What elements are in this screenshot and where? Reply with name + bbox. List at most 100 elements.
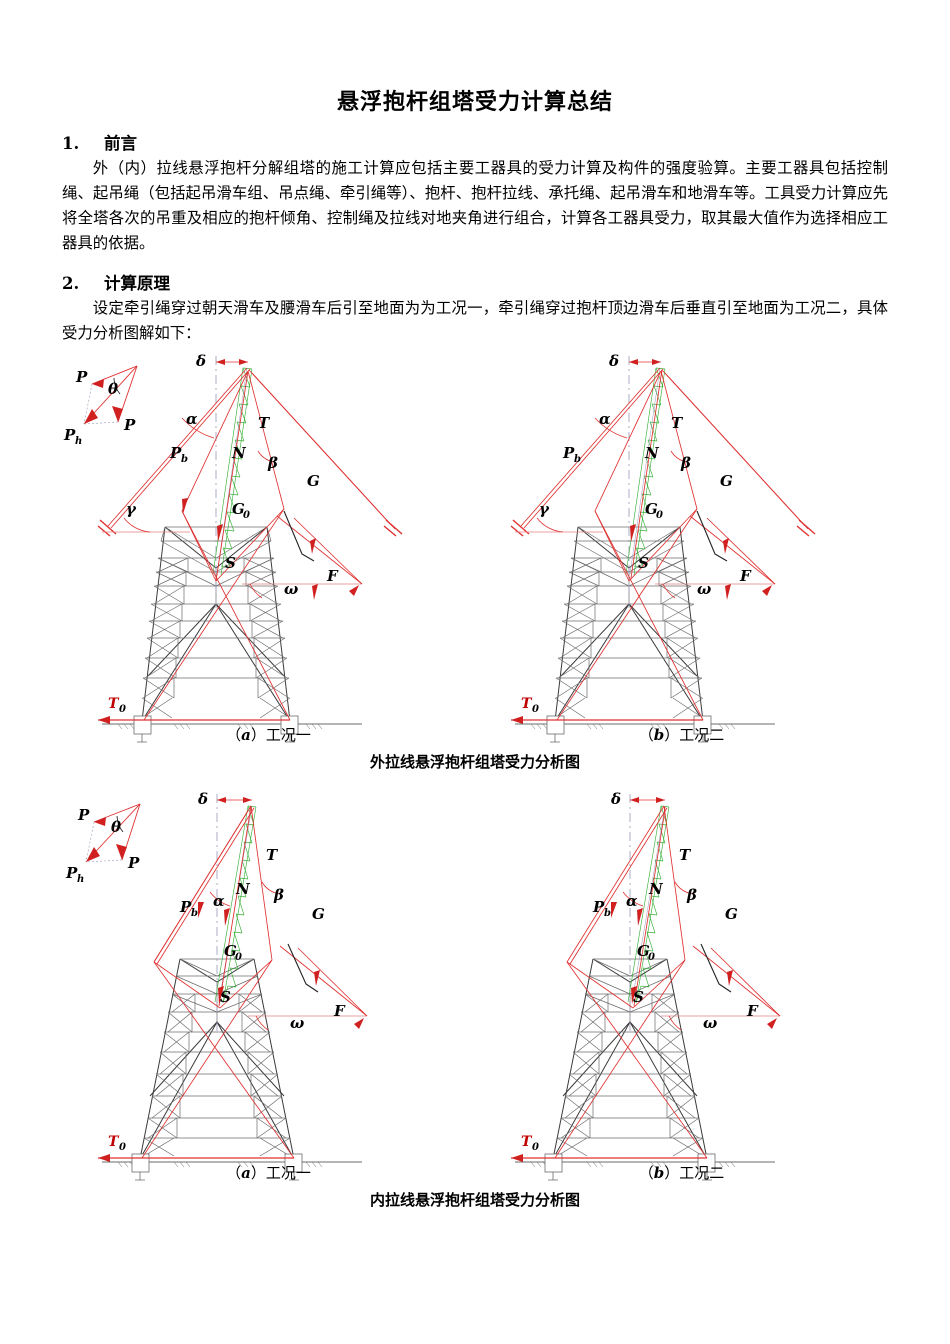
subcaption-letter-b: b <box>653 725 665 744</box>
label-P1: P <box>75 368 88 386</box>
figure-outer-guy-panels: δ α β T N G G 0 S F ω γ P <box>62 346 888 751</box>
label-G0: G <box>637 942 650 960</box>
label-G0-sub: 0 <box>243 510 250 521</box>
label-P1: P <box>77 806 90 824</box>
subcaption-outer-b: （b）工况二 <box>638 725 725 744</box>
subcaption-text-a: 工况一 <box>265 1163 311 1182</box>
label-T0: T <box>108 1134 120 1150</box>
label-S: S <box>638 554 649 572</box>
angle-arcs <box>209 881 281 1031</box>
label-gamma: γ <box>539 500 550 518</box>
label-theta: θ <box>111 818 121 836</box>
label-delta: δ <box>195 352 206 370</box>
subcaption-letter-a: a <box>241 725 251 744</box>
label-gamma: γ <box>126 500 137 518</box>
figure-inner-guy: δ α β T N G G 0 S F ω P b <box>62 784 888 1210</box>
label-S: S <box>220 988 231 1006</box>
section-title-1: 前言 <box>104 134 137 153</box>
label-delta: δ <box>197 790 208 808</box>
delta-dimension-arrows <box>217 796 252 803</box>
force-arrowheads <box>511 901 777 1162</box>
section-2-paragraph: 设定牵引绳穿过朝天滑车及腰滑车后引至地面为为工况一，牵引绳穿过抱杆顶边滑车后垂直… <box>62 298 888 342</box>
label-omega: ω <box>703 1014 717 1032</box>
label-T0-sub: 0 <box>532 1142 539 1153</box>
subcaption-inner-b: （b）工况二 <box>638 1163 725 1182</box>
label-P2: P <box>127 854 140 872</box>
figure-outer-guy: δ α β T N G G 0 S F ω γ P <box>62 346 888 772</box>
label-T0: T <box>521 696 533 712</box>
document-content: 悬浮抱杆组塔受力计算总结 1. 前言 外（内）拉线悬浮抱杆分解组塔的施工计算应包括… <box>62 0 888 1210</box>
panel-inner-case-1: δ α β T N G G 0 S F ω P b <box>62 784 475 1189</box>
label-Pb-sub: b <box>181 454 188 465</box>
label-G: G <box>725 905 738 923</box>
tower-lattice <box>554 526 704 721</box>
label-T: T <box>266 846 279 864</box>
load-hanger <box>700 943 732 993</box>
section-number-1: 1. <box>62 134 80 153</box>
force-lines <box>511 805 781 1159</box>
label-delta: δ <box>608 352 619 370</box>
panel-labels: δ α β T N G G 0 S F ω γ P <box>521 352 752 715</box>
ground-hatch <box>117 723 323 729</box>
subcaption-letter-a: a <box>241 1163 251 1182</box>
load-hanger <box>283 510 315 562</box>
subcaption-outer-a: （a）工况一 <box>226 725 311 744</box>
angle-arcs <box>123 417 275 599</box>
section-heading-2: 2.计算原理 <box>62 270 888 294</box>
label-alpha: α <box>213 892 225 910</box>
force-arrowheads <box>98 901 364 1162</box>
panel-labels: δ α β T N G G 0 S F ω P b <box>65 790 346 1153</box>
label-N: N <box>648 880 664 898</box>
label-T0-sub: 0 <box>532 704 539 715</box>
label-G0: G <box>232 500 245 518</box>
panel-inner-case-2: δ α β T N G G 0 S F ω P b <box>475 784 888 1189</box>
panel-outer-case-2: δ α β T N G G 0 S F ω γ P <box>475 346 888 751</box>
delta-dimension-arrows <box>630 796 665 803</box>
force-parallelogram <box>83 365 138 425</box>
label-Pb: P <box>169 444 182 462</box>
label-delta: δ <box>610 790 621 808</box>
boom-centerline <box>629 367 661 574</box>
label-F: F <box>326 567 339 585</box>
label-T0-sub: 0 <box>119 1142 126 1153</box>
label-Pb-sub: b <box>191 908 198 919</box>
label-G0: G <box>645 500 658 518</box>
label-Pb-sub: b <box>574 454 581 465</box>
force-arrowheads <box>511 523 772 724</box>
label-G: G <box>720 472 733 490</box>
label-N: N <box>235 880 251 898</box>
label-Pb: P <box>562 444 575 462</box>
figure-caption-inner: 内拉线悬浮抱杆组塔受力分析图 <box>369 1190 580 1209</box>
label-P2: P <box>123 416 136 434</box>
page-title: 悬浮抱杆组塔受力计算总结 <box>336 89 613 115</box>
label-G: G <box>307 472 320 490</box>
delta-dimension-arrows <box>216 358 248 365</box>
label-Pb: P <box>179 898 192 916</box>
section-1-paragraph: 外（内）拉线悬浮抱杆分解组塔的施工计算应包括主要工器具的受力计算及构件的强度验算… <box>62 159 888 252</box>
label-F: F <box>739 567 752 585</box>
label-T: T <box>679 846 692 864</box>
section-heading-1: 1. 前言 <box>62 130 888 154</box>
label-omega: ω <box>697 580 711 598</box>
delta-dimension-arrows <box>629 358 661 365</box>
label-Pb-sub: b <box>604 908 611 919</box>
label-T0-sub: 0 <box>119 704 126 715</box>
ground-hatch <box>530 723 736 729</box>
label-Ph: P <box>63 426 76 444</box>
subcaption-text-b: 工况二 <box>679 725 725 744</box>
label-Pb: P <box>592 898 605 916</box>
section-title-2: 计算原理 <box>104 273 170 293</box>
tower-lattice <box>141 526 291 721</box>
force-lines <box>510 367 816 721</box>
label-beta: β <box>686 886 697 904</box>
panel-labels: δ α β T N G G 0 S F ω P b <box>521 790 759 1153</box>
label-Ph-sub: h <box>75 436 82 447</box>
label-G0-sub: 0 <box>656 510 663 521</box>
force-arrowheads <box>98 497 359 724</box>
subcaption-inner-a: （a）工况一 <box>226 1163 311 1182</box>
figure-inner-guy-panels: δ α β T N G G 0 S F ω P b <box>62 784 888 1189</box>
load-hanger <box>696 510 728 562</box>
force-parallelogram <box>85 803 141 863</box>
label-S: S <box>633 988 644 1006</box>
